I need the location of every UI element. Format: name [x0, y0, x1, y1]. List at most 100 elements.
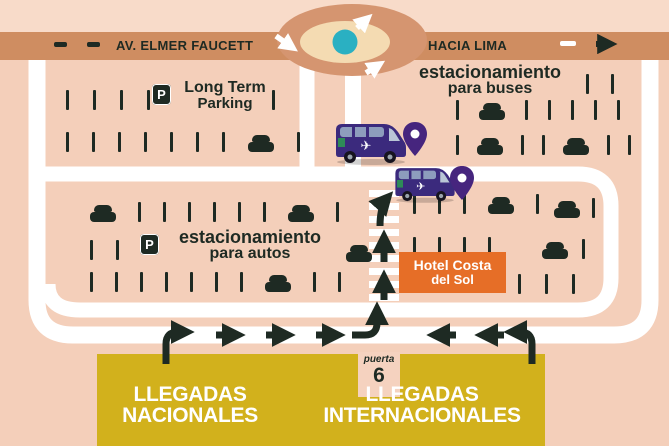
international-arrivals-line1: LLEGADAS — [365, 383, 479, 406]
parking-row — [456, 133, 631, 155]
bus-parking-line2: para buses — [447, 80, 533, 98]
long-term-parking-line2: Parking — [197, 95, 253, 113]
parking-space-divider — [594, 100, 597, 120]
parking-space-divider — [313, 272, 316, 292]
parking-space-divider — [545, 274, 548, 294]
parking-space-divider — [456, 100, 459, 120]
parking-space-divider — [582, 239, 585, 259]
parking-space-divider — [571, 100, 574, 120]
hotel-costa-del-sol-badge: Hotel Costa del Sol — [399, 252, 506, 293]
parking-row — [413, 235, 491, 257]
parking-space-divider — [297, 132, 300, 152]
parking-row — [66, 88, 150, 110]
shuttle-van: ✈ — [392, 161, 458, 209]
avenue-lane-marks — [54, 33, 618, 55]
parking-sign-icon: P — [140, 234, 159, 255]
car-icon — [346, 245, 372, 262]
parking-space-divider — [518, 274, 521, 294]
parking-space-divider — [116, 240, 119, 260]
parking-row — [413, 192, 539, 214]
parking-space-divider — [488, 237, 491, 257]
parking-space-divider — [240, 272, 243, 292]
gate-label: puerta — [363, 354, 395, 365]
lane-dash — [54, 42, 67, 47]
parking-space-divider — [463, 237, 466, 257]
parking-row — [542, 237, 585, 259]
avenue-name-label: AV. ELMER FAUCETT — [116, 38, 254, 53]
parking-space-divider — [617, 100, 620, 120]
car-parking-label: estacionamiento para autos — [160, 228, 340, 263]
parking-space-divider — [586, 74, 589, 94]
bus-parking-line1: estacionamiento — [418, 62, 562, 82]
parking-space-divider — [213, 202, 216, 222]
parking-space-divider — [93, 90, 96, 110]
terminal-building — [97, 354, 545, 446]
car-icon — [488, 197, 514, 214]
parking-space-divider — [542, 135, 545, 155]
location-pin-icon — [403, 122, 427, 161]
parking-space-divider — [140, 272, 143, 292]
plane-icon: ✈ — [361, 138, 372, 153]
direction-label: HACIA LIMA — [428, 38, 508, 53]
international-arrivals-label: LLEGADAS INTERNACIONALES — [312, 384, 532, 426]
parking-row — [586, 72, 614, 94]
parking-space-divider — [536, 194, 539, 214]
car-icon — [479, 103, 505, 120]
gate-number: 6 — [373, 364, 385, 387]
parking-space-divider — [263, 202, 266, 222]
parking-space-divider — [525, 100, 528, 120]
roundabout-arrow-exit-north — [352, 13, 373, 34]
car-icon — [90, 205, 116, 222]
parking-row — [90, 238, 119, 260]
traffic-arrows — [162, 191, 536, 364]
parking-space-divider — [238, 202, 241, 222]
parking-sign-icon: P — [152, 84, 171, 105]
car-icon — [477, 138, 503, 155]
shuttle-van: ✈ — [332, 116, 410, 171]
long-term-parking-line1: Long Term — [184, 79, 266, 96]
road-inner-loop — [29, 166, 619, 318]
parking-space-divider — [463, 194, 466, 214]
gate-6-marker: puerta 6 — [358, 352, 400, 397]
van-logo — [338, 138, 345, 147]
parking-space-divider — [90, 240, 93, 260]
parking-space-divider — [628, 135, 631, 155]
car-icon — [288, 205, 314, 222]
roundabout-arrow-enter — [274, 33, 298, 52]
lane-dash-white — [560, 41, 576, 46]
parking-space-divider — [438, 194, 441, 214]
parking-row — [346, 240, 372, 262]
parking-row — [90, 270, 341, 292]
parking-space-divider — [190, 272, 193, 292]
domestic-arrivals-line2: NACIONALES — [122, 404, 258, 427]
plane-icon: ✈ — [416, 181, 425, 193]
parking-space-divider — [215, 272, 218, 292]
car-icon — [265, 275, 291, 292]
parking-space-divider — [413, 237, 416, 257]
parking-space-divider — [521, 135, 524, 155]
car-parking-line1: estacionamiento — [178, 227, 322, 247]
parking-row — [456, 98, 620, 120]
parking-space-divider — [144, 132, 147, 152]
van-logo — [397, 179, 403, 188]
domestic-arrivals-line1: LLEGADAS — [133, 383, 247, 406]
parking-row — [90, 200, 339, 222]
car-icon — [563, 138, 589, 155]
parking-row — [272, 88, 275, 110]
parking-space-divider — [115, 272, 118, 292]
parking-space-divider — [611, 74, 614, 94]
lane-dash — [87, 42, 100, 47]
traffic-arrow-turn-up — [352, 301, 389, 339]
roundabout-center-island — [332, 29, 358, 55]
parking-space-divider — [438, 237, 441, 257]
parking-space-divider — [138, 202, 141, 222]
location-pin-icon — [450, 166, 474, 205]
parking-space-divider — [336, 202, 339, 222]
long-term-parking-label: Long Term Parking — [163, 79, 287, 113]
car-icon — [542, 242, 568, 259]
crosswalk-arrow-to-shuttle — [368, 191, 394, 227]
roundabout — [274, 4, 427, 79]
parking-space-divider — [456, 135, 459, 155]
parking-space-divider — [222, 132, 225, 152]
